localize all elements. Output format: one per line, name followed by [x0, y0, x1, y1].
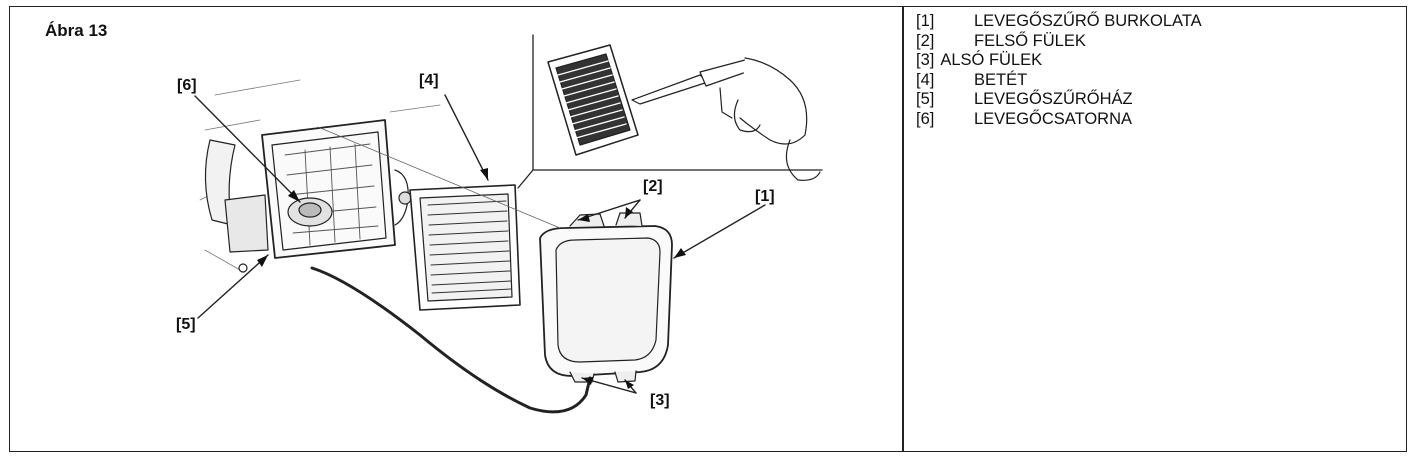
- legend-item: [4]BETÉT: [916, 70, 1028, 89]
- callout-3: [3]: [650, 392, 670, 409]
- callout-4: [4]: [419, 72, 439, 89]
- legend-item: [1]LEVEGŐSZŰRŐ BURKOLATA: [916, 12, 1202, 30]
- legend-item: [5]LEVEGŐSZŰRŐHÁZ: [916, 90, 1133, 108]
- parts-legend: [1]LEVEGŐSZŰRŐ BURKOLATA [2]FELSŐ FÜLEK …: [916, 12, 1202, 129]
- legend-item: [6]LEVEGŐCSATORNA: [916, 109, 1133, 128]
- callout-6: [6]: [177, 77, 197, 94]
- air-filter-illustration: [194, 34, 823, 414]
- column-divider: [902, 6, 904, 452]
- callout-1: [1]: [755, 188, 775, 205]
- document-frame: [9, 6, 1407, 452]
- legend-item: [3]ALSÓ FÜLEK: [916, 51, 1043, 69]
- callout-5: [5]: [176, 316, 196, 333]
- callout-2: [2]: [643, 178, 663, 195]
- figure-title: Ábra 13: [45, 21, 108, 40]
- legend-item: [2]FELSŐ FÜLEK: [916, 31, 1086, 50]
